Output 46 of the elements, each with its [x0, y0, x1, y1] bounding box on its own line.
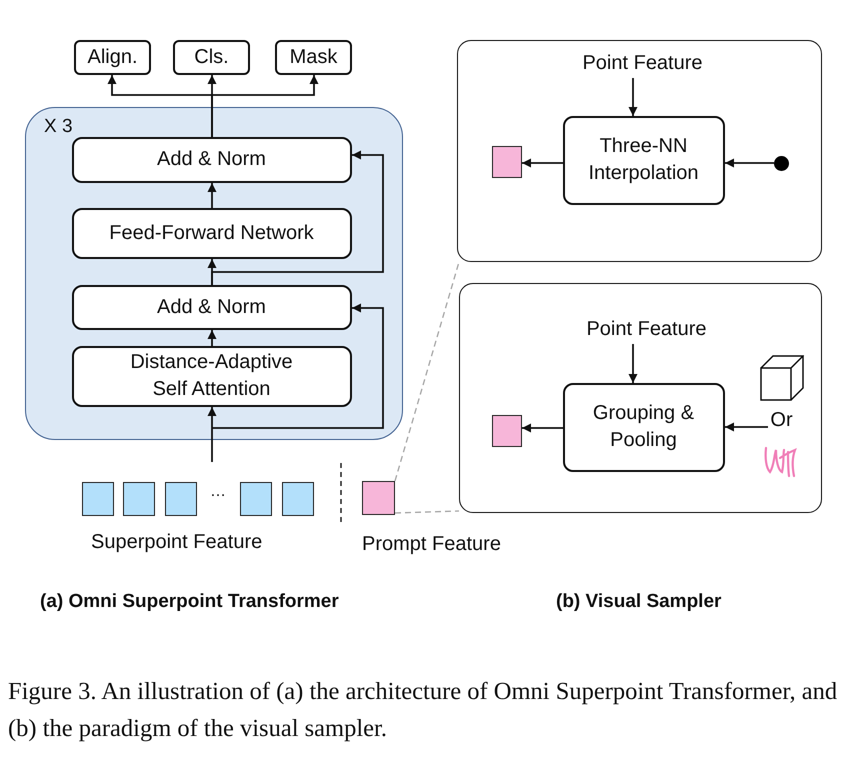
- feature-square: [282, 482, 314, 516]
- input-label: Point Feature: [568, 316, 726, 344]
- process-box: Distance-Adaptive Self Attention: [72, 346, 352, 406]
- repeat-block: [25, 107, 403, 440]
- cube-icon: [760, 354, 804, 400]
- output-box: Mask: [275, 40, 352, 75]
- process-box: Add & Norm: [72, 136, 352, 182]
- feature-square: [240, 482, 272, 516]
- repeat-count: X 3: [44, 116, 73, 138]
- feature-square: [82, 482, 114, 516]
- output-square: [492, 146, 522, 178]
- point-dot: [774, 156, 788, 170]
- prompt-square: [362, 481, 395, 515]
- subfigure-caption: (b) Visual Sampler: [556, 591, 722, 613]
- process-box: Feed-Forward Network: [72, 208, 352, 258]
- zoom-line: [394, 510, 460, 514]
- arrow: [522, 158, 563, 168]
- figure-caption: Figure 3. An illustration of (a) the architecture of Omni Superpoint Transformer, and (b) the paradigm of the visual sampler.: [8, 677, 838, 744]
- input-label: Or: [768, 408, 796, 432]
- subfigure-caption: (a) Omni Superpoint Transformer: [40, 591, 339, 613]
- arrow: [212, 304, 384, 429]
- process-box: Grouping & Pooling: [562, 382, 724, 472]
- arrow: [208, 330, 216, 346]
- arrow: [725, 158, 774, 168]
- process-box: Add & Norm: [72, 284, 352, 330]
- input-label: Point Feature: [564, 50, 720, 78]
- feature-label: Prompt Feature: [362, 533, 501, 556]
- arrow: [628, 344, 638, 383]
- arrow: [211, 150, 384, 285]
- panel: [457, 40, 822, 262]
- output-square: [492, 414, 522, 446]
- arrow: [628, 78, 638, 116]
- arrow: [725, 422, 768, 432]
- zoom-line: [394, 262, 460, 482]
- output-box: Align.: [74, 40, 151, 75]
- feature-square: [123, 482, 155, 516]
- feature-label: Superpoint Feature: [91, 531, 262, 554]
- process-box: Three-NN Interpolation: [562, 116, 724, 204]
- arrow: [211, 75, 318, 137]
- arrow: [208, 407, 216, 462]
- arrow: [208, 183, 216, 208]
- panel: [459, 283, 822, 513]
- feature-square: [165, 482, 197, 516]
- ellipsis-label: …: [210, 483, 226, 501]
- arrow: [522, 424, 563, 432]
- output-box: Cls.: [173, 40, 250, 75]
